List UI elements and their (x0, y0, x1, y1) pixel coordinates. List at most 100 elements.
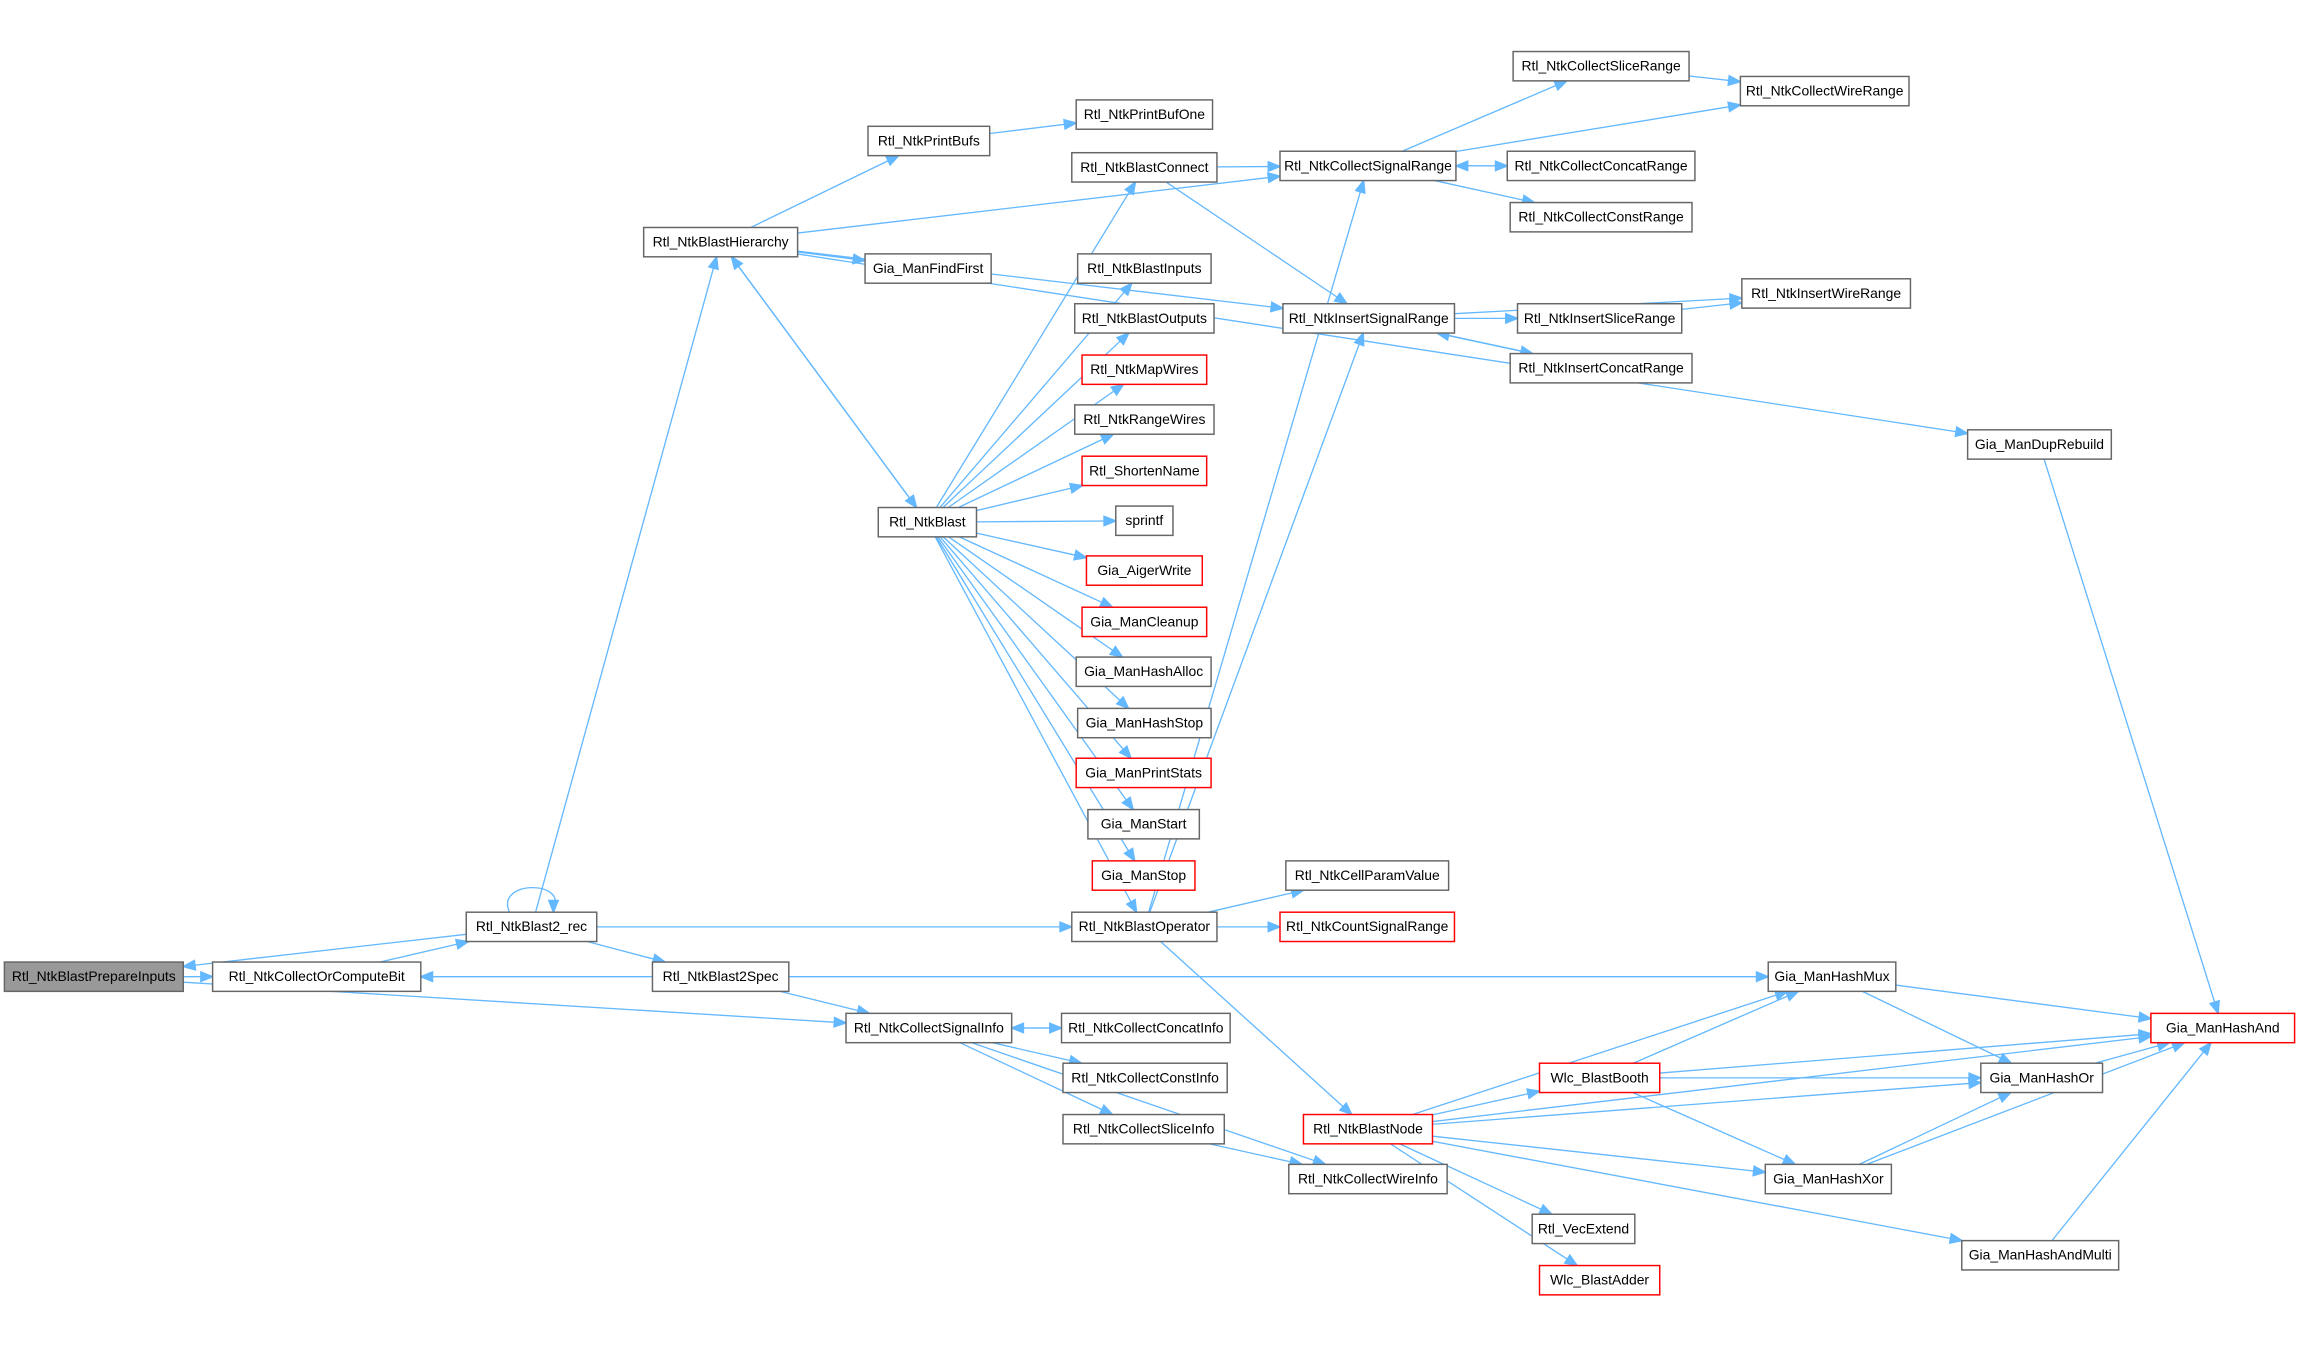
arrowhead-icon (1063, 118, 1079, 131)
node-box (1282, 302, 1456, 334)
arrowhead-icon (1333, 291, 1349, 305)
arrowhead-icon (1098, 596, 1115, 609)
arrowhead-icon (2208, 999, 2220, 1016)
edge-blast-to-aiger (976, 532, 1077, 557)
node-gia-manprintstats[interactable]: Gia_ManPrintStats (1075, 757, 1212, 789)
node-rtl-ntkcollectconstrange[interactable]: Rtl_NtkCollectConstRange (1509, 201, 1693, 233)
node-label: Rtl_NtkCollectWireInfo (1298, 1170, 1438, 1186)
node-label: Gia_AigerWrite (1097, 562, 1191, 578)
node-box (642, 226, 799, 258)
node-rtl-ntkblast2-rec[interactable]: Rtl_NtkBlast2_rec (465, 911, 598, 943)
arrowhead-icon (1125, 898, 1138, 914)
node-rtl-ntkblast2spec[interactable]: Rtl_NtkBlast2Spec (651, 961, 790, 993)
node-rtl-ntkrangewires[interactable]: Rtl_NtkRangeWires (1073, 404, 1215, 435)
edge-icr-to-isr (1446, 334, 1533, 355)
node-box (1980, 1062, 2104, 1094)
node-rtl-ntkblastconnect[interactable]: Rtl_NtkBlastConnect (1071, 151, 1218, 183)
node-label: Rtl_NtkBlastOperator (1079, 918, 1211, 934)
arrowhead-icon (1997, 1091, 2013, 1104)
arrowhead-icon (1526, 1088, 1542, 1100)
node-gia-manhashor[interactable]: Gia_ManHashOr (1980, 1062, 2104, 1094)
node-box (1071, 911, 1218, 943)
node-rtl-ntkcollectslicerange[interactable]: Rtl_NtkCollectSliceRange (1512, 50, 1690, 82)
node-rtl-ntkmapwires[interactable]: Rtl_NtkMapWires (1081, 354, 1208, 386)
node-label: Rtl_NtkBlastOutputs (1082, 310, 1207, 326)
node-gia-manhashmux[interactable]: Gia_ManHashMux (1767, 961, 1897, 993)
node-gia-mancleanup[interactable]: Gia_ManCleanup (1081, 606, 1208, 638)
arrowhead-icon (1269, 301, 1285, 313)
arrowhead-icon (1505, 312, 1520, 325)
edge-booth-to-hmux (1633, 994, 1790, 1064)
node-sprintf[interactable]: sprintf (1115, 505, 1174, 537)
node-box (1739, 75, 1910, 107)
node-rtl-ntkinsertsignalrange[interactable]: Rtl_NtkInsertSignalRange (1282, 302, 1456, 334)
node-rtl-ntkcollectwireinfo[interactable]: Rtl_NtkCollectWireInfo (1288, 1163, 1448, 1195)
node-label: Gia_ManHashAlloc (1084, 663, 1203, 679)
node-rtl-ntkinsertconcatrange[interactable]: Rtl_NtkInsertConcatRange (1509, 352, 1693, 384)
arrowhead-icon (1118, 745, 1133, 760)
node-label: Rtl_NtkCollectWireRange (1746, 83, 1904, 99)
node-box (1062, 1062, 1228, 1094)
node-label: Gia_ManHashXor (1773, 1170, 1884, 1186)
edge-hier-to-pbufs (750, 159, 890, 229)
node-rtl-ntkblasthierarchy[interactable]: Rtl_NtkBlastHierarchy (642, 226, 799, 258)
node-box (1081, 606, 1208, 638)
node-rtl-ntkcollectconcatinfo[interactable]: Rtl_NtkCollectConcatInfo (1060, 1012, 1231, 1044)
node-rtl-ntkcollectconstinfo[interactable]: Rtl_NtkCollectConstInfo (1062, 1062, 1228, 1094)
node-box (2150, 1012, 2296, 1044)
node-gia-manhashandmulti[interactable]: Gia_ManHashAndMulti (1961, 1239, 2120, 1271)
arrowhead-icon (1108, 645, 1125, 659)
node-rtl-ntkinsertslicerange[interactable]: Rtl_NtkInsertSliceRange (1516, 302, 1683, 334)
edge-blast-to-hier (737, 264, 918, 508)
node-rtl-ntkcollectconcatrange[interactable]: Rtl_NtkCollectConcatRange (1506, 150, 1696, 182)
edge-csi-to-csli (959, 1042, 1104, 1111)
arrowhead-icon (1727, 101, 1743, 113)
edge-hier-to-csr (797, 176, 1270, 234)
node-rtl-ntkblastoperator[interactable]: Rtl_NtkBlastOperator (1071, 911, 1218, 943)
node-gia-manhashstop[interactable]: Gia_ManHashStop (1076, 707, 1212, 739)
arrowhead-icon (1954, 425, 1970, 438)
node-rtl-vecextend[interactable]: Rtl_VecExtend (1531, 1213, 1636, 1245)
node-rtl-ntkcollectsignalrange[interactable]: Rtl_NtkCollectSignalRange (1279, 150, 1457, 182)
node-rtl-ntkblastnode[interactable]: Rtl_NtkBlastNode (1302, 1113, 1434, 1145)
node-gia-manstart[interactable]: Gia_ManStart (1087, 808, 1201, 840)
node-gia-manhashand[interactable]: Gia_ManHashAnd (2150, 1012, 2296, 1044)
node-rtl-ntkblastoutputs[interactable]: Rtl_NtkBlastOutputs (1073, 302, 1215, 334)
edge-islr-to-iwr (1681, 303, 1732, 311)
node-box (845, 1012, 1013, 1044)
node-rtl-ntkblast[interactable]: Rtl_NtkBlast (877, 506, 978, 538)
node-gia-manhashxor[interactable]: Gia_ManHashXor (1764, 1163, 1893, 1195)
node-rtl-ntkcollectsignalinfo[interactable]: Rtl_NtkCollectSignalInfo (845, 1012, 1013, 1044)
node-gia-manduprebuild[interactable]: Gia_ManDupRebuild (1966, 429, 2113, 460)
node-gia-aigerwrite[interactable]: Gia_AigerWrite (1085, 555, 1204, 586)
node-label: Gia_ManDupRebuild (1975, 436, 2104, 452)
node-box (1076, 253, 1212, 284)
node-rtl-ntkcellparamvalue[interactable]: Rtl_NtkCellParamValue (1285, 860, 1450, 891)
node-rtl-ntkblastprepareinputs[interactable]: Rtl_NtkBlastPrepareInputs (3, 961, 185, 993)
arrowhead-icon (547, 899, 560, 915)
node-rtl-ntkprintbufs[interactable]: Rtl_NtkPrintBufs (867, 125, 991, 157)
edge-csli-to-cwi (1209, 1143, 1293, 1163)
node-box (1081, 455, 1208, 487)
node-box (877, 506, 978, 538)
node-label: Rtl_NtkRangeWires (1083, 411, 1205, 427)
node-box (1966, 429, 2113, 460)
node-box (1961, 1239, 2120, 1271)
node-box (1075, 99, 1214, 130)
node-gia-manhashalloc[interactable]: Gia_ManHashAlloc (1075, 656, 1212, 688)
node-wlc-blastbooth[interactable]: Wlc_BlastBooth (1538, 1062, 1661, 1094)
node-rtl-ntkcountsignalrange[interactable]: Rtl_NtkCountSignalRange (1279, 911, 1456, 943)
node-rtl-ntkcollectorcomputebit[interactable]: Rtl_NtkCollectOrComputeBit (211, 961, 422, 993)
node-gia-manfindfirst[interactable]: Gia_ManFindFirst (864, 253, 992, 284)
node-wlc-blastadder[interactable]: Wlc_BlastAdder (1538, 1264, 1661, 1296)
node-rtl-ntkblastinputs[interactable]: Rtl_NtkBlastInputs (1076, 253, 1212, 284)
node-rtl-ntkprintbufone[interactable]: Rtl_NtkPrintBufOne (1075, 99, 1214, 130)
node-gia-manstop[interactable]: Gia_ManStop (1091, 860, 1196, 891)
node-rtl-ntkcollectwirerange[interactable]: Rtl_NtkCollectWireRange (1739, 75, 1910, 107)
node-rtl-ntkcollectsliceinfo[interactable]: Rtl_NtkCollectSliceInfo (1062, 1113, 1226, 1145)
node-rtl-shortenname[interactable]: Rtl_ShortenName (1081, 455, 1208, 487)
node-label: Gia_ManHashStop (1086, 714, 1204, 730)
edge-bnode-to-hxor (1432, 1135, 1756, 1172)
node-label: Rtl_NtkCollectOrComputeBit (229, 968, 405, 984)
node-rtl-ntkinsertwirerange[interactable]: Rtl_NtkInsertWireRange (1741, 278, 1912, 309)
